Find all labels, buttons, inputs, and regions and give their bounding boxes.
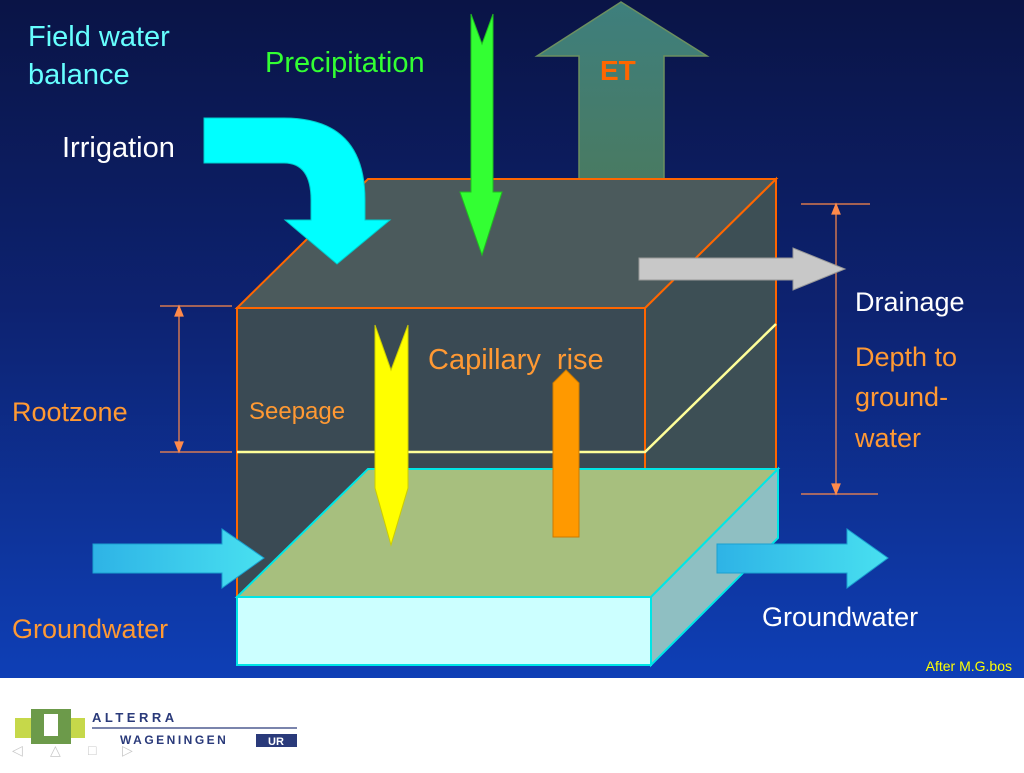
logo-mark-gap [44,714,58,736]
groundwater-base-front [236,596,652,666]
rootzone-label: Rootzone [12,397,128,427]
footer-bar: ALTERRA WAGENINGEN UR ◁ △ □ ▷ [0,678,1024,768]
credit-label: After M.G.bos [926,658,1012,674]
logo-ur-badge [256,734,297,747]
et-label: ET [600,55,636,86]
groundwater-out-arrow [716,528,889,589]
logo-ur-text: UR [268,736,284,748]
precipitation-label: Precipitation [265,47,425,79]
arrow-left-icon[interactable]: ◁ [12,742,23,758]
home-icon[interactable]: □ [88,742,97,758]
depth-dimension [801,202,878,496]
depth-label-line-1: Depth to [855,342,957,372]
groundwater-in-arrow [92,528,265,589]
seepage-label: Seepage [249,398,345,425]
rootzone-dimension [160,304,232,454]
depth-label-line-3: water [854,423,921,453]
irrigation-label: Irrigation [62,132,175,164]
groundwater-in-label: Groundwater [12,614,168,644]
water-balance-diagram: ET [12,1,1012,674]
rootzone-boundary-line [237,323,777,454]
logo-text-alterra: ALTERRA [92,710,178,725]
depth-label-line-2: ground- [855,382,948,412]
slide-background: ET [0,0,1024,678]
arrow-up-icon[interactable]: △ [50,742,61,758]
logo-text-wageningen: WAGENINGEN [120,733,228,747]
seepage-arrow [374,324,409,547]
alterra-logo: ALTERRA WAGENINGEN UR [15,709,297,748]
precipitation-arrow [459,13,503,257]
drainage-arrow [638,247,847,291]
capillary-rise-label: Capillary rise [428,344,604,376]
irrigation-arrow [203,117,392,265]
groundwater-out-label: Groundwater [762,602,918,632]
drainage-label: Drainage [855,287,965,317]
arrow-right-icon[interactable]: ▷ [122,742,133,758]
capillary-rise-arrow [552,369,580,538]
